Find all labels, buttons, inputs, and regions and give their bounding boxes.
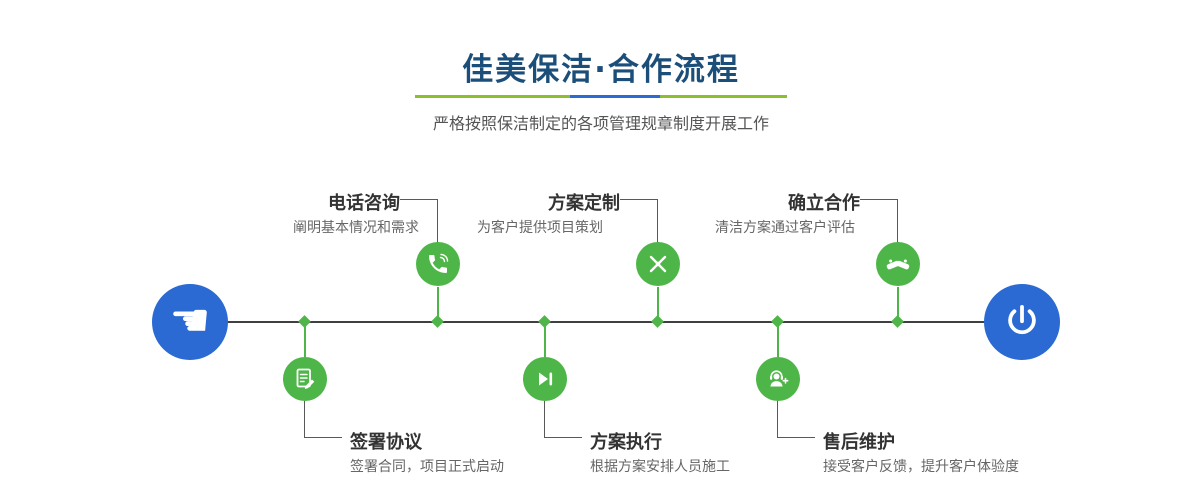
step-title: 方案定制 — [548, 193, 620, 214]
connector-line — [304, 437, 342, 438]
step-title: 方案执行 — [590, 432, 662, 453]
phone-call-icon — [426, 252, 450, 276]
connector-line — [437, 287, 439, 318]
connector-line — [657, 287, 659, 318]
step-icon-circle — [416, 242, 460, 286]
customer-service-icon — [766, 367, 790, 391]
connector-line — [544, 401, 545, 438]
step-desc: 清洁方案通过客户评估 — [715, 220, 855, 236]
step-title: 电话咨询 — [328, 193, 400, 214]
pointing-hand-icon: ☚ — [169, 293, 211, 347]
connector-line — [777, 326, 779, 357]
power-icon — [1003, 303, 1041, 341]
step-desc: 根据方案安排人员施工 — [590, 459, 730, 475]
connector-line — [304, 401, 305, 438]
step-icon-circle — [756, 357, 800, 401]
step-desc: 接受客户反馈，提升客户体验度 — [823, 459, 1019, 475]
node-diamond — [771, 315, 784, 328]
contract-sign-icon — [293, 367, 317, 391]
timeline-end-node — [984, 284, 1060, 360]
connector-line — [777, 437, 815, 438]
node-diamond — [651, 315, 664, 328]
step-icon-circle — [876, 242, 920, 286]
step-title: 确立合作 — [788, 193, 860, 214]
step-desc: 阐明基本情况和需求 — [293, 220, 419, 236]
connector-line — [620, 199, 658, 200]
design-tools-icon — [646, 252, 670, 276]
connector-line — [400, 199, 438, 200]
timeline-line — [190, 321, 1022, 323]
connector-line — [544, 326, 546, 357]
node-diamond — [298, 315, 311, 328]
connector-line — [860, 199, 898, 200]
connector-line — [544, 437, 582, 438]
node-diamond — [891, 315, 904, 328]
step-icon-circle — [523, 357, 567, 401]
node-diamond — [538, 315, 551, 328]
play-forward-icon — [533, 367, 557, 391]
step-icon-circle — [636, 242, 680, 286]
connector-line — [657, 199, 658, 243]
step-title: 售后维护 — [823, 432, 895, 453]
title-underline — [415, 95, 787, 98]
step-desc: 签署合同，项目正式启动 — [350, 459, 504, 475]
step-desc: 为客户提供项目策划 — [477, 220, 603, 236]
handshake-icon — [885, 251, 911, 277]
node-diamond — [431, 315, 444, 328]
page-title: 佳美保洁·合作流程 — [462, 52, 740, 88]
connector-line — [304, 326, 306, 357]
step-title: 签署协议 — [350, 432, 422, 453]
connector-line — [897, 287, 899, 318]
connector-line — [897, 199, 898, 243]
step-icon-circle — [283, 357, 327, 401]
page-subtitle: 严格按照保洁制定的各项管理规章制度开展工作 — [432, 114, 769, 133]
connector-line — [777, 401, 778, 438]
timeline-start-node: ☚ — [152, 284, 228, 360]
connector-line — [437, 199, 438, 243]
